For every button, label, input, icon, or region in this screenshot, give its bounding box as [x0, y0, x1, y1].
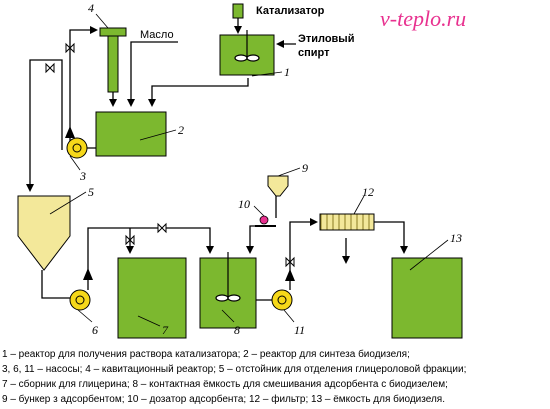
label-number-6: 6	[92, 323, 98, 337]
synthesis-reactor-2	[95, 111, 167, 157]
biodiesel-tank-13	[391, 257, 463, 339]
pump-11	[271, 289, 293, 311]
pump-3	[66, 137, 88, 159]
label-number-4: 4	[88, 1, 94, 15]
valve-icon	[45, 62, 55, 74]
pipe-oil-to-reactor2	[127, 41, 178, 107]
filter-12	[319, 213, 375, 231]
pipe-to-settler5	[26, 59, 63, 192]
pipe-pump3-to-reactor4	[69, 26, 98, 148]
label-number-7: 7	[162, 323, 169, 337]
adsorbent-doser-10	[255, 215, 276, 227]
label-number-3: 3	[79, 169, 86, 183]
pipe-pump6-to-tank8	[87, 227, 214, 290]
valve-icon	[157, 222, 167, 234]
valves	[45, 42, 295, 268]
flow-arrow-up	[83, 268, 93, 280]
label-number-1: 1	[284, 65, 290, 79]
adsorbent-hopper-9	[267, 175, 289, 197]
ethanol-label-line2: спирт	[298, 47, 330, 59]
pipe-pump11-to-filter12	[289, 218, 318, 290]
cavitation-reactor-4-head	[99, 27, 127, 37]
glycerin-collector-7	[117, 257, 187, 339]
leader-lines	[49, 13, 449, 327]
valve-icon	[125, 234, 135, 246]
valve-icon	[65, 42, 75, 54]
legend: 1 – реактор для получения раствора катал…	[2, 347, 548, 407]
legend-line: 1 – реактор для получения раствора катал…	[2, 349, 410, 360]
label-number-10: 10	[238, 197, 250, 211]
label-number-13: 13	[450, 231, 462, 245]
label-number-2: 2	[178, 123, 184, 137]
pipe-doser10-to-tank8	[246, 225, 276, 254]
flow-arrow-up	[65, 126, 75, 138]
settler-5	[17, 195, 71, 271]
valve-icon	[285, 256, 295, 268]
label-number-5: 5	[88, 185, 94, 199]
ethanol-label-line1: Этиловый	[298, 33, 354, 45]
catalyst-label: Катализатор	[256, 5, 325, 17]
legend-line: 9 – бункер з адсорбентом; 10 – дозатор а…	[2, 394, 445, 405]
agitator-icon	[215, 252, 241, 302]
flow-arrow-up	[285, 269, 295, 281]
agitator-icon	[234, 30, 260, 62]
label-number-9: 9	[302, 161, 308, 175]
flow-arrows	[65, 126, 295, 281]
pipe-filter12-to-tank13	[374, 221, 408, 254]
label-number-8: 8	[234, 323, 240, 337]
watermark-text: v-teplo.ru	[380, 6, 466, 31]
legend-line: 3, 6, 11 – насосы; 4 – кавитационный реа…	[2, 364, 467, 375]
label-number-11: 11	[294, 323, 305, 337]
pipe-reactor1-to-reactor2	[148, 78, 249, 107]
pipe-settler-to-pump6	[41, 270, 70, 299]
oil-label: Масло	[140, 29, 174, 41]
pump-6	[69, 289, 91, 311]
catalyst-feeder	[232, 3, 244, 19]
legend-line: 7 – сборник для глицерина; 8 – контактна…	[2, 379, 448, 390]
label-number-12: 12	[362, 185, 374, 199]
cavitation-reactor-4	[107, 29, 119, 93]
